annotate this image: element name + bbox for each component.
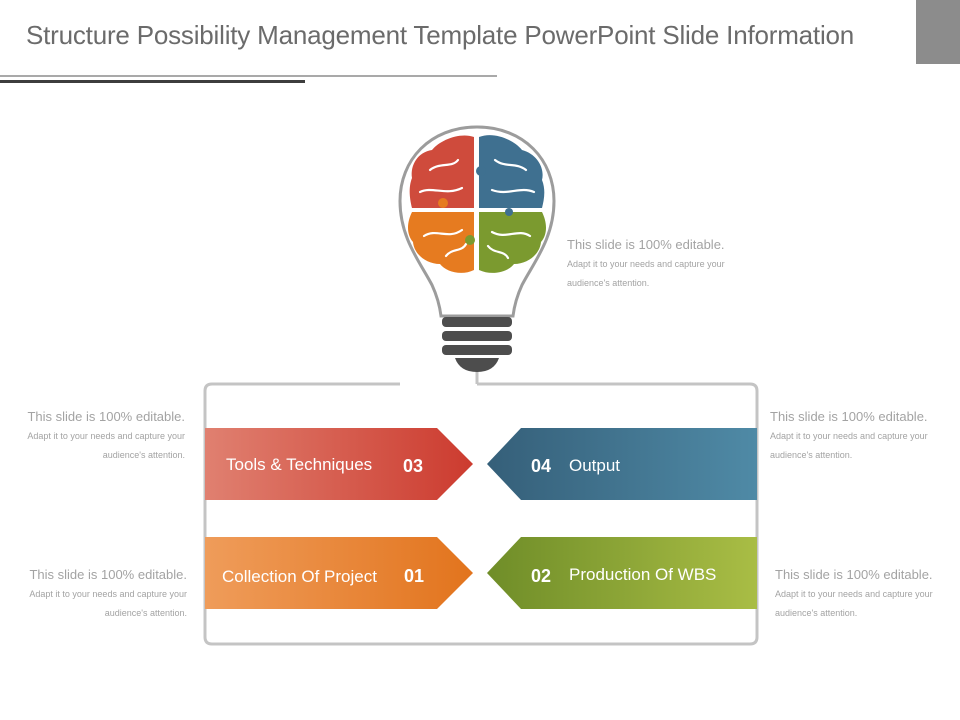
- brain-quadrant-orange: [408, 212, 474, 273]
- item-number-output: 04: [531, 456, 552, 476]
- note-bottom-right: This slide is 100% editable. Adapt it to…: [775, 566, 943, 621]
- note-lead: This slide is 100% editable.: [29, 567, 187, 582]
- item-label-collection: Collection Of Project: [222, 567, 377, 586]
- item-number-tools: 03: [403, 456, 424, 476]
- arrow-shape-wbs: [487, 537, 757, 609]
- note-body: Adapt it to your needs and capture your …: [29, 589, 187, 618]
- item-label-wbs: Production Of WBS: [569, 565, 717, 584]
- note-top-right: This slide is 100% editable. Adapt it to…: [567, 236, 735, 291]
- item-number-wbs: 02: [531, 566, 552, 586]
- note-lead: This slide is 100% editable.: [567, 237, 725, 252]
- connector-frame: [203, 382, 759, 646]
- item-label-tools: Tools & Techniques: [226, 455, 373, 474]
- note-mid-right: This slide is 100% editable. Adapt it to…: [770, 408, 938, 463]
- brain-lightbulb-icon: [398, 125, 556, 372]
- note-body: Adapt it to your needs and capture your …: [770, 431, 928, 460]
- page-title: Structure Possibility Management Templat…: [26, 20, 855, 50]
- note-lead: This slide is 100% editable.: [27, 409, 185, 424]
- arrow-shape-tools: [205, 428, 473, 500]
- brain-quadrant-green: [479, 212, 546, 273]
- arrow-shape-output: [487, 428, 757, 500]
- corner-accent-block: [916, 0, 960, 64]
- note-lead: This slide is 100% editable.: [775, 567, 933, 582]
- note-bottom-left: This slide is 100% editable. Adapt it to…: [19, 566, 187, 621]
- brain-quadrant-blue: [479, 135, 545, 208]
- note-mid-left: This slide is 100% editable. Adapt it to…: [17, 408, 185, 463]
- note-lead: This slide is 100% editable.: [770, 409, 928, 424]
- title-underline-thin: [0, 75, 497, 77]
- item-label-output: Output: [569, 456, 621, 475]
- item-number-collection: 01: [404, 566, 425, 586]
- brain-quadrant-red: [409, 135, 474, 208]
- arrow-shape-collection: [205, 537, 473, 609]
- title-underline-thick: [0, 80, 305, 83]
- note-body: Adapt it to your needs and capture your …: [775, 589, 933, 618]
- note-body: Adapt it to your needs and capture your …: [27, 431, 185, 460]
- note-body: Adapt it to your needs and capture your …: [567, 259, 725, 288]
